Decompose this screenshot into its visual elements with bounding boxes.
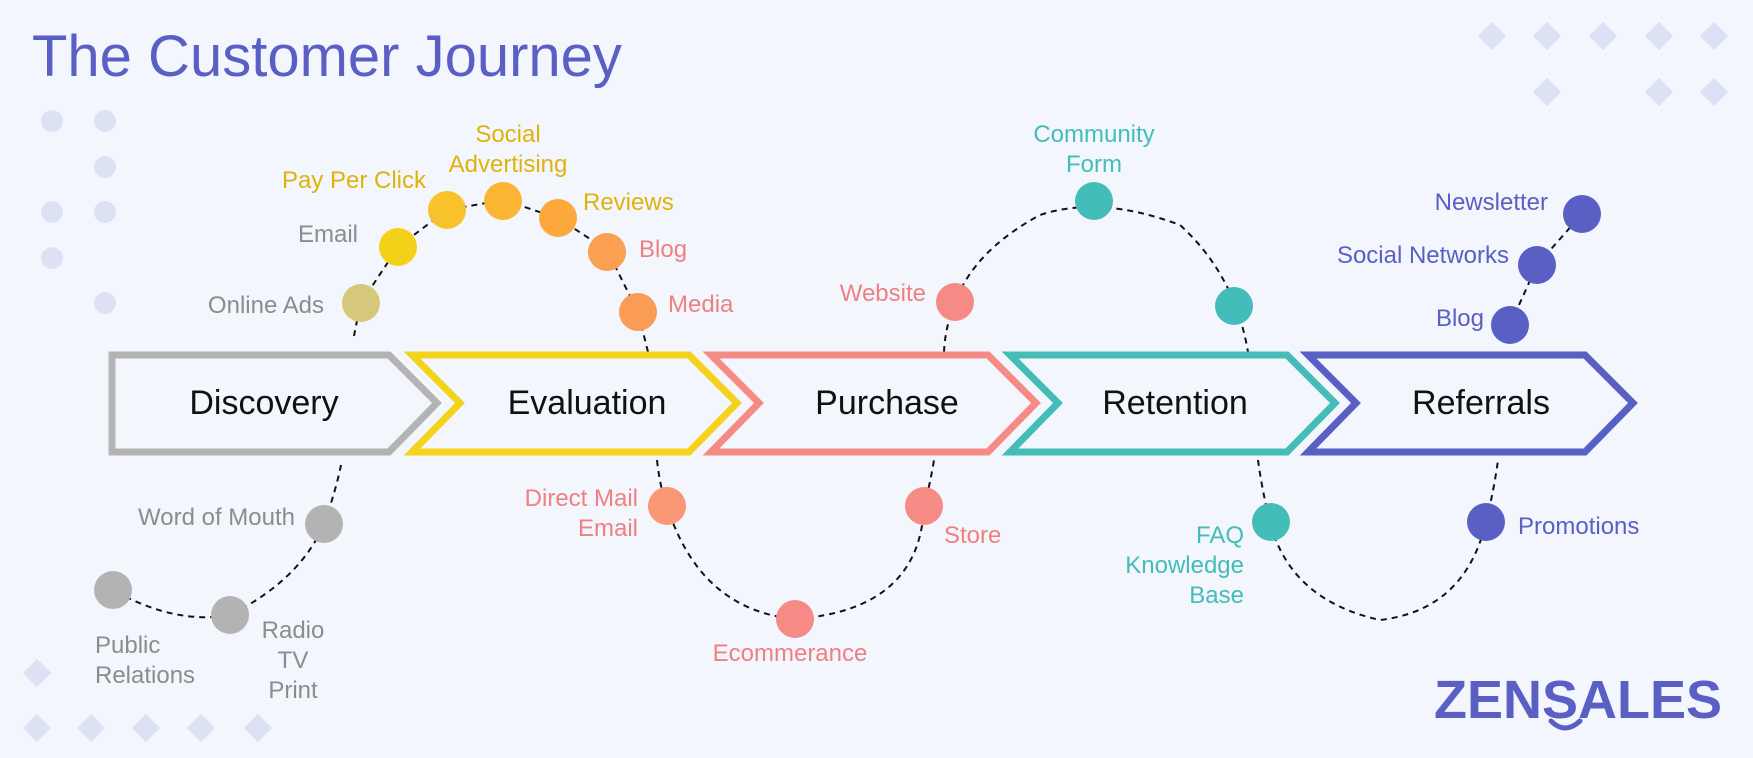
marker-retention-top (1215, 287, 1253, 325)
chevron-referrals (1299, 351, 1638, 456)
page-title: The Customer Journey (32, 24, 622, 89)
label-website: Website (840, 280, 926, 307)
decorative-dots (41, 110, 116, 314)
chevron-retention (1001, 351, 1340, 456)
label-direct-mail: Direct Mail (525, 485, 638, 512)
zensales-logo: ZENSALES (1434, 670, 1722, 731)
marker-blog-referrals (1491, 306, 1529, 344)
label-email: Email (298, 221, 358, 248)
label-public-relations-line2: Relations (95, 662, 195, 689)
label-reviews: Reviews (583, 189, 674, 216)
marker-radio-tv-print (211, 596, 249, 634)
marker-word-of-mouth (305, 505, 343, 543)
label-community: Community (1033, 121, 1154, 148)
label-base: Base (1189, 582, 1244, 609)
label-knowledge: Knowledge (1125, 552, 1244, 579)
stage-label-retention: Retention (1102, 384, 1248, 422)
touchpoint-labels: Online Ads Email Pay Per Click Social Ad… (95, 121, 1639, 704)
marker-public-relations (94, 571, 132, 609)
marker-reviews (539, 199, 577, 237)
stage-label-referrals: Referrals (1412, 384, 1550, 422)
stage-labels: Discovery Evaluation Purchase Retention … (189, 384, 1550, 422)
label-social-advertising-line2: Advertising (449, 151, 568, 178)
marker-store (905, 487, 943, 525)
label-social-networks: Social Networks (1337, 242, 1509, 269)
stage-label-purchase: Purchase (815, 384, 959, 422)
label-blog-evaluation: Blog (639, 236, 687, 263)
chevron-purchase (702, 351, 1041, 456)
label-newsletter: Newsletter (1435, 189, 1548, 216)
marker-ecommerance (776, 600, 814, 638)
marker-media (619, 293, 657, 331)
label-public-relations-line1: Public (95, 632, 160, 659)
chevron-evaluation (403, 351, 742, 456)
stage-label-discovery: Discovery (189, 384, 338, 422)
marker-direct-mail (648, 487, 686, 525)
marker-pay-per-click (428, 191, 466, 229)
marker-social-networks (1518, 246, 1556, 284)
marker-community-form (1075, 182, 1113, 220)
logo-smile-icon (1548, 718, 1583, 731)
chevron-discovery (108, 351, 442, 456)
label-promotions: Promotions (1518, 513, 1639, 540)
touchpoint-markers (94, 182, 1601, 638)
label-radio: Radio (262, 617, 325, 644)
stage-label-evaluation: Evaluation (508, 384, 667, 422)
marker-social-advertising (484, 182, 522, 220)
label-direct-email: Email (578, 515, 638, 542)
label-online-ads: Online Ads (208, 292, 324, 319)
label-faq: FAQ (1196, 522, 1244, 549)
marker-email (379, 228, 417, 266)
label-print: Print (268, 677, 318, 704)
marker-website (936, 283, 974, 321)
marker-promotions (1467, 503, 1505, 541)
decorative-diamonds (22, 21, 1729, 743)
label-blog-referrals: Blog (1436, 305, 1484, 332)
label-ecommerance: Ecommerance (713, 640, 868, 667)
label-store: Store (944, 522, 1001, 549)
marker-faq (1252, 503, 1290, 541)
label-pay-per-click: Pay Per Click (282, 167, 427, 194)
marker-blog (588, 233, 626, 271)
label-media: Media (668, 291, 734, 318)
label-word-of-mouth: Word of Mouth (138, 504, 295, 531)
marker-newsletter (1563, 195, 1601, 233)
label-tv: TV (278, 647, 309, 674)
stage-chevrons (108, 351, 1638, 456)
marker-online-ads (342, 284, 380, 322)
label-form: Form (1066, 151, 1122, 178)
label-social-advertising-line1: Social (475, 121, 540, 148)
